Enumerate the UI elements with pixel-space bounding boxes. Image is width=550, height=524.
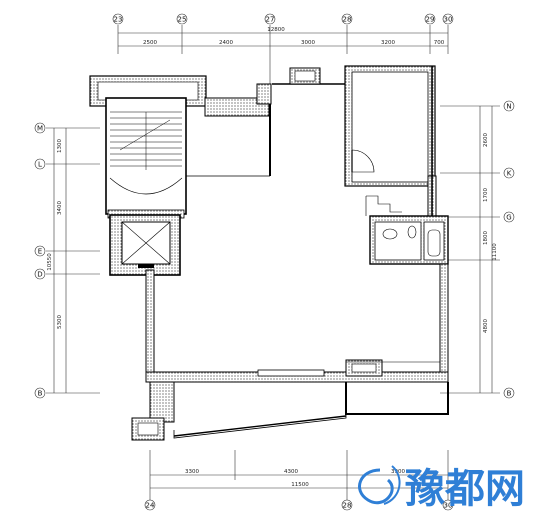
bottom-total-dim: 11500 xyxy=(291,482,309,488)
left-grid-bubbles xyxy=(34,122,46,399)
stair-treads xyxy=(110,111,182,170)
watermark: 豫都网 xyxy=(358,465,525,512)
grid-bubble-top-1: 23 xyxy=(114,16,123,24)
left-dim-3: 5300 xyxy=(57,315,63,329)
small-stair xyxy=(365,195,402,216)
right-dim-1: 2600 xyxy=(483,133,489,147)
top-dim-5: 700 xyxy=(434,40,445,46)
right-grid-bubbles xyxy=(503,100,515,399)
top-segment-dims: 2500 2400 3000 3200 700 xyxy=(143,40,445,46)
grid-bubble-left-3: E xyxy=(38,248,42,256)
grid-bubble-top-4: 28 xyxy=(343,16,352,24)
right-dim-4: 4800 xyxy=(483,319,489,333)
lower-balcony xyxy=(131,381,449,441)
grid-bubble-right-1: N xyxy=(506,103,511,111)
grid-bubble-right-3: G xyxy=(506,214,511,222)
bottom-grid-bubbles xyxy=(144,499,454,511)
right-dim-3: 1800 xyxy=(483,231,489,245)
bottom-dim-2: 4300 xyxy=(284,469,298,475)
grid-bubble-top-5: 29 xyxy=(426,16,435,24)
top-grid-bubbles xyxy=(112,13,454,25)
bottom-dim-1: 3300 xyxy=(185,469,199,475)
left-dimension-lines xyxy=(46,127,100,394)
watermark-text: 豫都网 xyxy=(405,466,525,512)
grid-bubble-top-2: 25 xyxy=(178,16,187,24)
grid-bubble-top-3: 27 xyxy=(266,16,275,24)
right-total-dim: 11100 xyxy=(492,243,498,261)
grid-bubble-right-2: K xyxy=(507,170,512,178)
top-dimension-lines xyxy=(117,25,449,100)
bathroom xyxy=(369,215,449,265)
right-dimension-lines xyxy=(440,105,500,394)
stair-tower xyxy=(89,75,207,219)
upper-corridor xyxy=(186,67,345,177)
top-dim-2: 2400 xyxy=(219,40,233,46)
grid-bubble-bottom-1: 24 xyxy=(146,502,155,510)
main-outer-walls xyxy=(145,263,449,383)
bottom-dim-3: 3900 xyxy=(391,469,405,475)
bottom-dimension-lines xyxy=(149,450,449,500)
grid-bubble-left-2: L xyxy=(38,161,42,169)
grid-bubble-left-4: D xyxy=(37,271,42,279)
left-total-dim: 10550 xyxy=(47,253,53,271)
left-dim-2: 3400 xyxy=(57,201,63,215)
left-dim-1: 1300 xyxy=(57,139,63,153)
top-dim-4: 3200 xyxy=(381,40,395,46)
elevator-shaft xyxy=(109,214,181,276)
grid-bubble-right-4: B xyxy=(507,390,512,398)
grid-bubble-bottom-3: 30 xyxy=(444,502,453,510)
watermark-logo-icon xyxy=(358,465,401,505)
grid-bubble-bottom-2: 28 xyxy=(343,502,352,510)
top-dim-3: 3000 xyxy=(301,40,315,46)
top-total-dim: 12800 xyxy=(267,27,285,33)
grid-bubble-left-1: M xyxy=(37,125,43,133)
upper-right-room xyxy=(344,65,437,217)
grid-bubble-left-5: B xyxy=(38,390,43,398)
grid-bubble-top-6: 30 xyxy=(444,16,453,24)
top-dim-1: 2500 xyxy=(143,40,157,46)
right-dim-2: 1700 xyxy=(483,188,489,202)
